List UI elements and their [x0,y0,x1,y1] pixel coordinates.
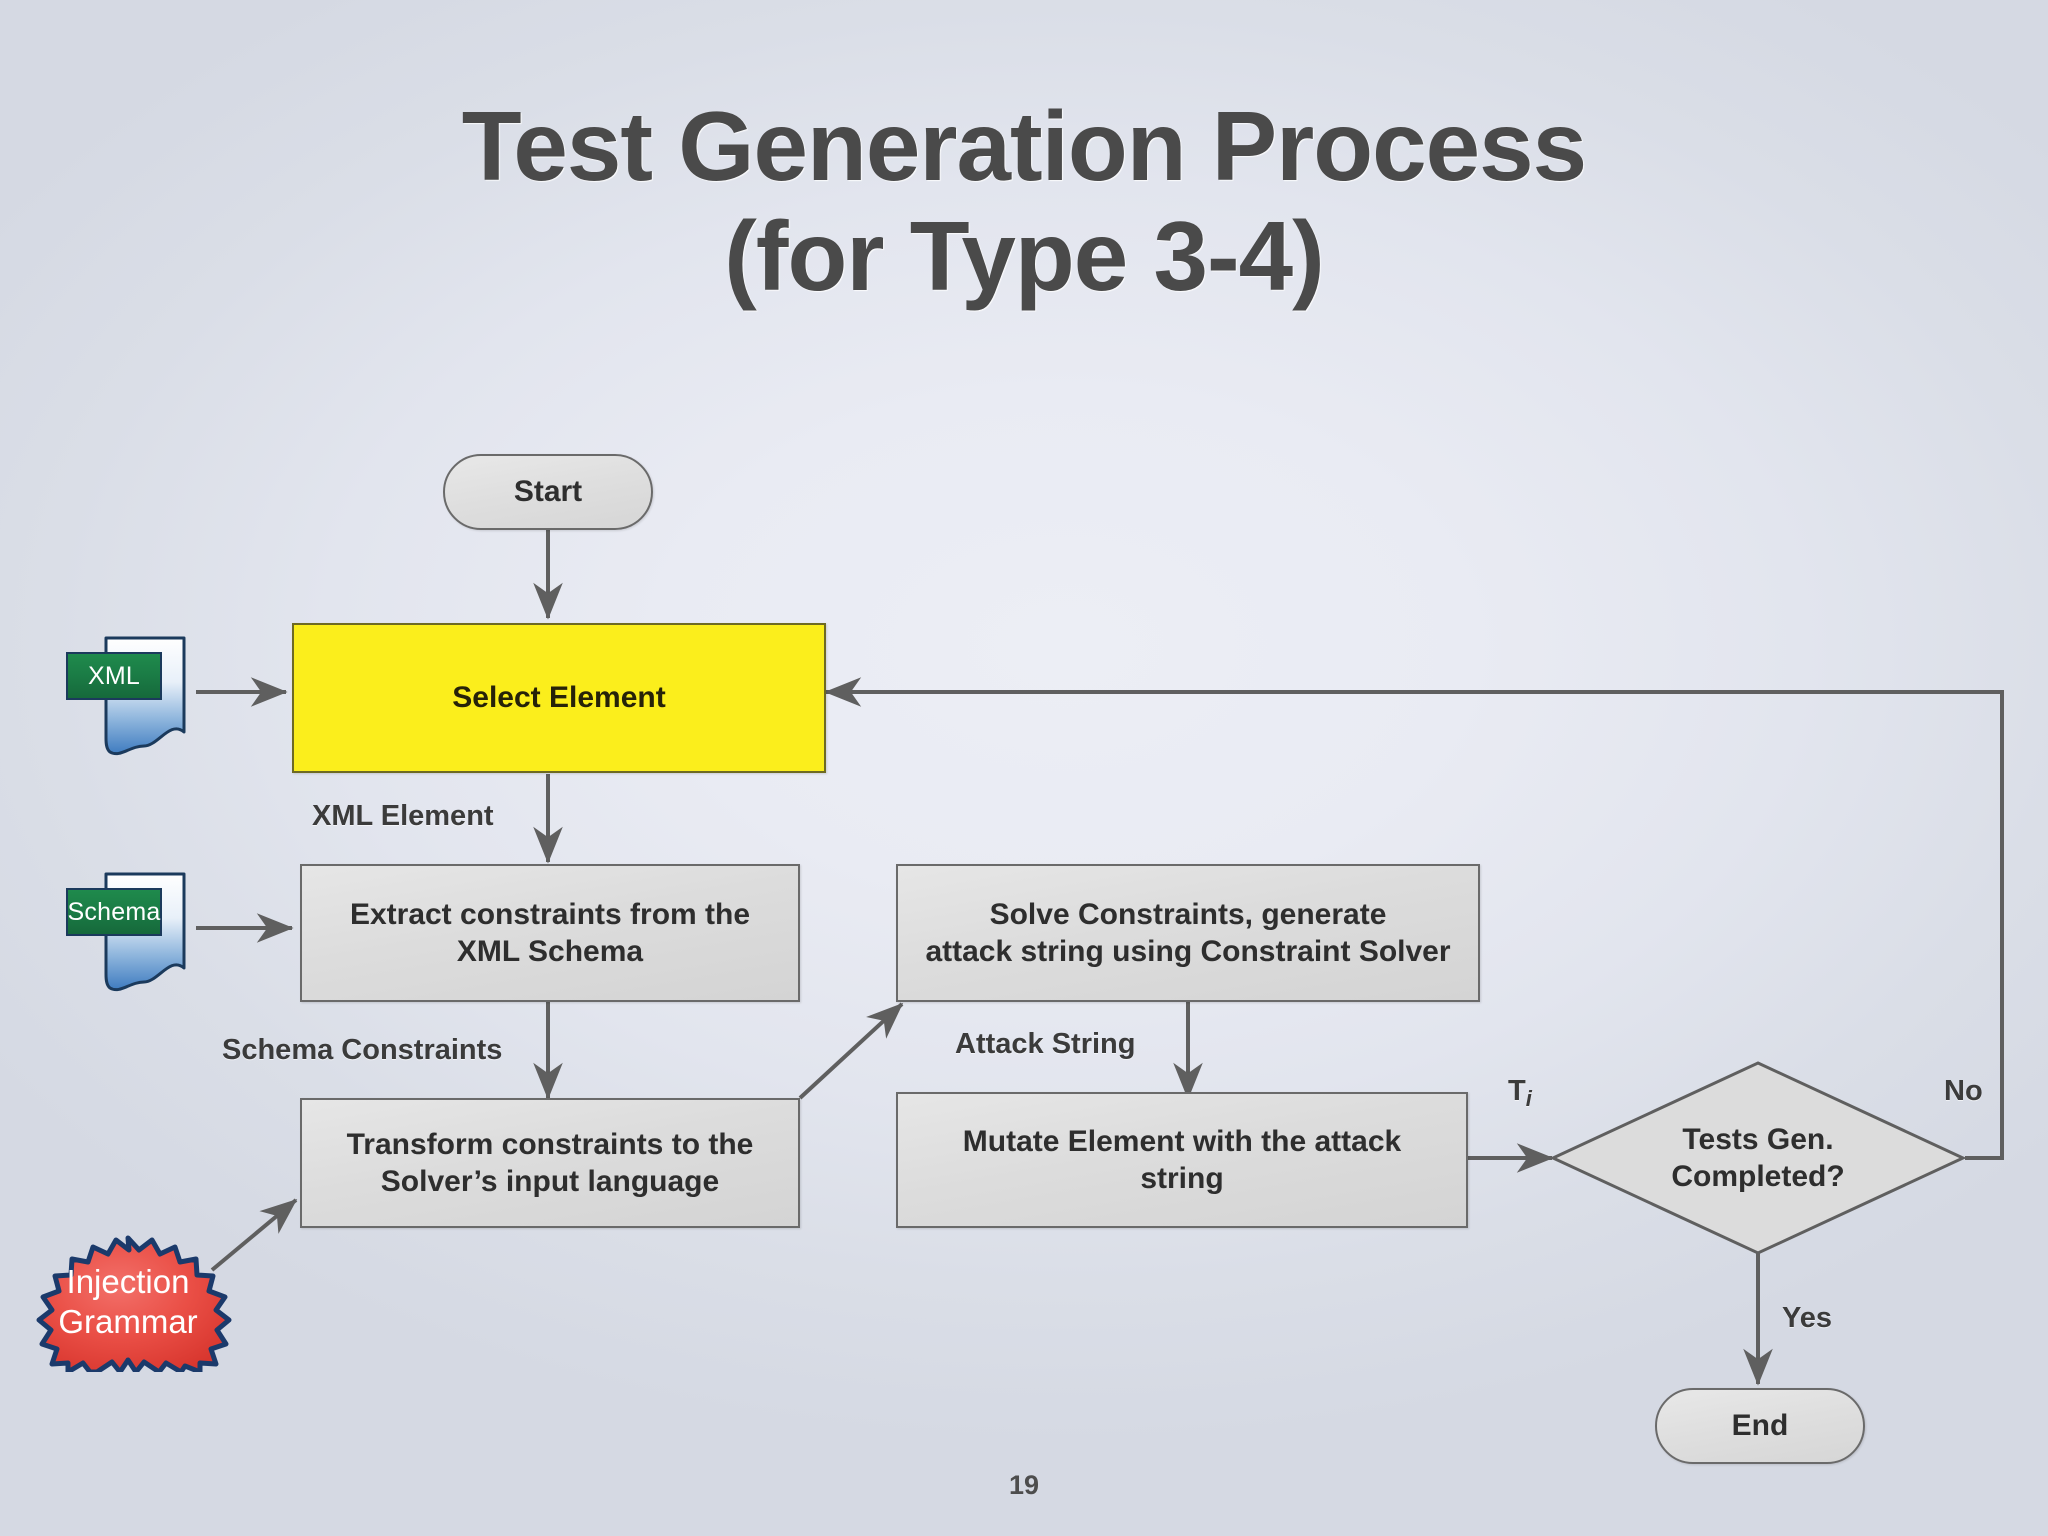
edge-label-test-case-subscript: i [1525,1086,1532,1111]
node-start[interactable]: Start [443,454,653,530]
edge-label-no-text: No [1944,1075,1983,1107]
edge-label-test-case-text: T [1508,1075,1526,1107]
node-select-element-label: Select Element [452,681,666,715]
node-transform-constraints[interactable]: Transform constraints to the Solver’s in… [300,1098,800,1228]
edge-transform-to-solve [798,1002,904,1100]
injection-grammar-starburst-icon[interactable]: Injection Grammar [8,1232,248,1372]
xml-document-tag: XML [66,652,162,700]
node-start-label: Start [513,475,583,508]
edge-label-xml-element-text: XML Element [312,800,494,832]
xml-document-icon[interactable]: XML [66,634,196,762]
node-transform-constraints-label: Transform constraints to the Solver’s in… [346,1127,754,1199]
xml-document-label: XML [87,661,140,690]
node-extract-constraints-label: Extract constraints from the XML Schema [349,897,751,969]
edge-label-test-case: Ti [1508,1075,1532,1112]
page-title: Test Generation Process (for Type 3-4) [0,91,2048,312]
node-solve-constraints[interactable]: Solve Constraints, generate attack strin… [896,864,1480,1002]
injection-grammar-label: Injection Grammar [58,1262,198,1340]
edge-label-schema-constraints: Schema Constraints [222,1034,502,1067]
edge-label-xml-element: XML Element [312,800,494,833]
node-mutate-element-label: Mutate Element with the attack string [962,1124,1402,1196]
edge-label-attack-string: Attack String [955,1028,1135,1061]
page-number: 19 [1008,1470,1040,1500]
title-line-1: Test Generation Process [461,91,1587,201]
node-select-element[interactable]: Select Element [292,623,826,773]
edge-label-no: No [1944,1075,1983,1108]
title-line-2: (for Type 3-4) [724,200,1324,311]
schema-document-tag: Schema [66,888,162,936]
edge-label-yes: Yes [1782,1302,1832,1335]
node-decision-tests-completed[interactable]: Tests Gen. Completed? [1550,1060,1966,1256]
node-extract-constraints[interactable]: Extract constraints from the XML Schema [300,864,800,1002]
edge-label-yes-text: Yes [1782,1302,1832,1334]
schema-document-icon[interactable]: Schema [66,870,196,998]
node-decision-label: Tests Gen. Completed? [1671,1122,1845,1194]
node-end[interactable]: End [1655,1388,1865,1464]
node-end-label: End [1731,1409,1789,1442]
edge-label-schema-constraints-text: Schema Constraints [222,1034,503,1066]
node-mutate-element[interactable]: Mutate Element with the attack string [896,1092,1468,1228]
edge-label-attack-string-text: Attack String [955,1028,1136,1060]
node-solve-constraints-label: Solve Constraints, generate attack strin… [925,897,1451,969]
schema-document-label: Schema [67,897,161,926]
